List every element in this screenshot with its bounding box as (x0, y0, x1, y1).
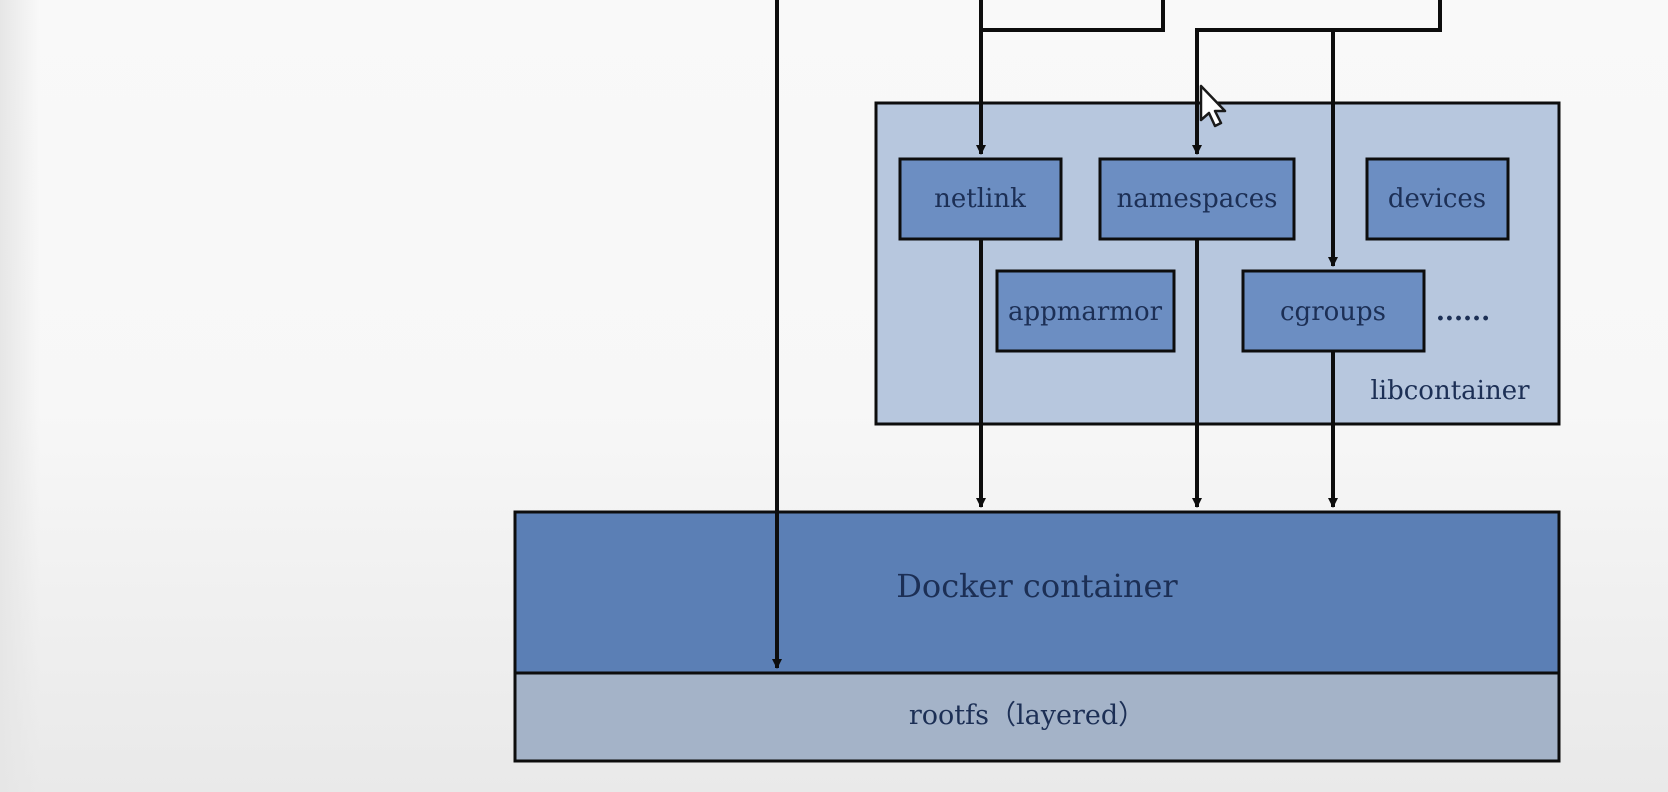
appmarmor-box (995, 269, 1176, 353)
top-route-left (976, 0, 1165, 155)
rootfs-label: rootfs（layered） (909, 700, 1145, 731)
namespaces-box (1098, 157, 1296, 241)
docker-container-box (513, 510, 1561, 675)
netlink-label: netlink (934, 184, 1026, 214)
cursor-icon (1199, 84, 1227, 128)
left-edge-shading (0, 0, 40, 792)
devices-label: devices (1388, 184, 1486, 214)
ellipsis-label: ...... (1436, 297, 1490, 327)
cgroups-label: cgroups (1280, 297, 1386, 327)
devices-box (1365, 157, 1510, 241)
namespaces-label: namespaces (1116, 184, 1277, 214)
libcontainer-label: libcontainer (1370, 376, 1530, 406)
rootfs-box (513, 671, 1561, 763)
libcontainer-box (874, 101, 1561, 426)
appmarmor-label: appmarmor (1008, 297, 1163, 327)
top-route-right (1192, 0, 1442, 155)
connector-lines (772, 0, 1442, 669)
docker-container-label: Docker container (896, 567, 1178, 605)
netlink-box (898, 157, 1063, 241)
